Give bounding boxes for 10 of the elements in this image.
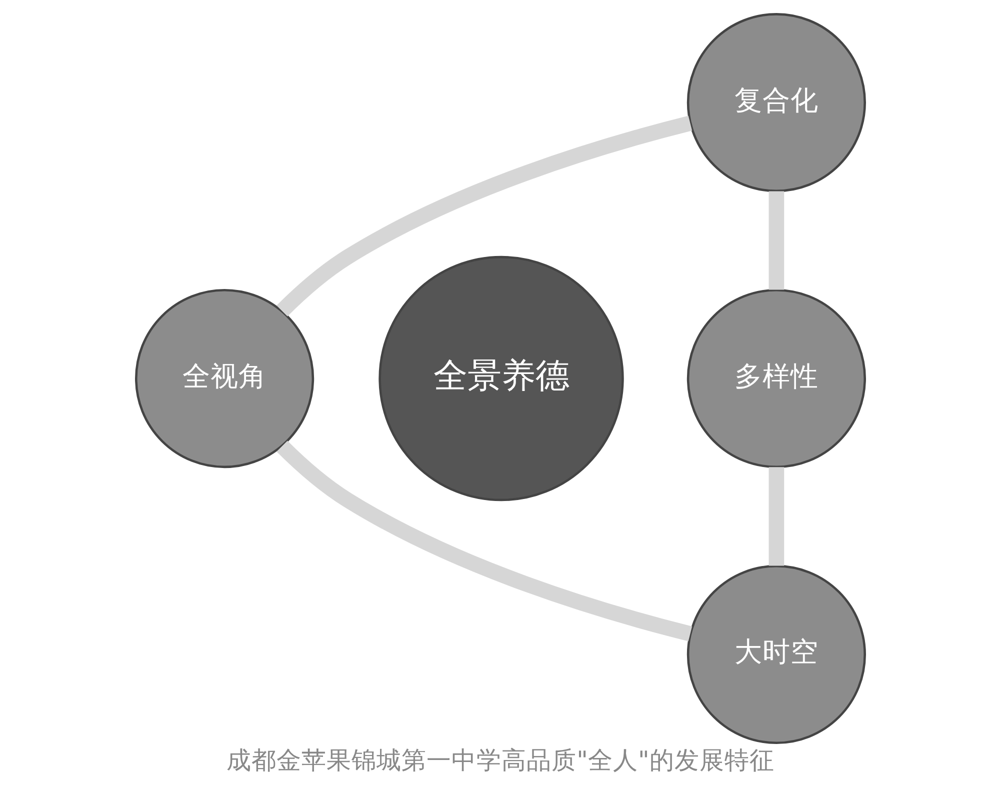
connector <box>768 191 784 290</box>
node-circle: 全景养德 <box>378 256 624 502</box>
connector <box>768 467 784 566</box>
connector <box>276 440 692 642</box>
node-circle: 全视角 <box>134 288 314 468</box>
node-circle: 多样性 <box>686 288 866 468</box>
node-circle: 复合化 <box>686 13 866 192</box>
node-circle: 大时空 <box>686 564 866 744</box>
connector <box>276 116 692 316</box>
caption: 成都金苹果锦城第一中学高品质"全人"的发展特征 <box>226 746 774 775</box>
